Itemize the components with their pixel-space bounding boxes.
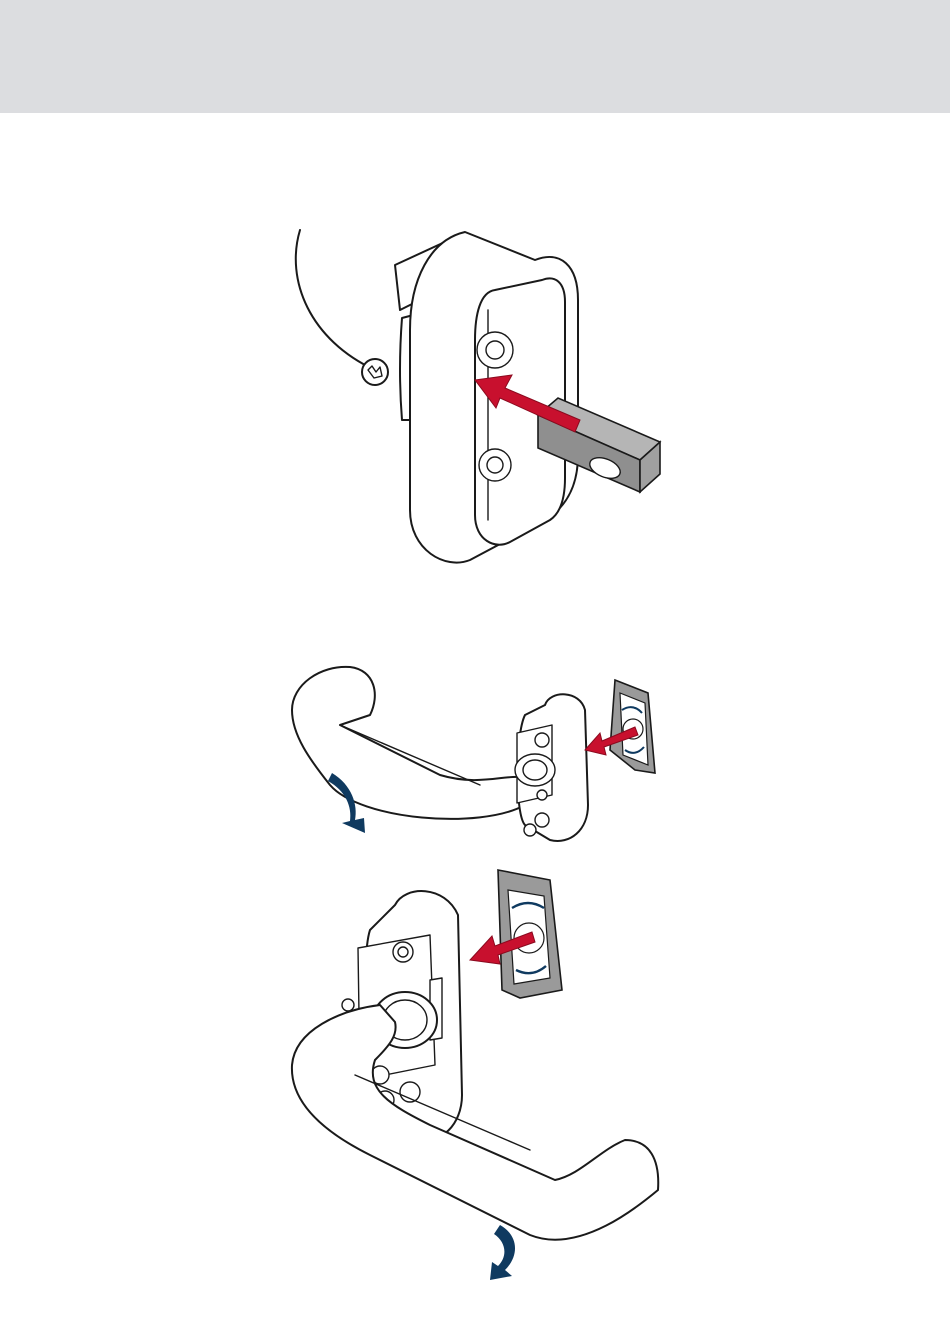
- lever-handle-icon-large: [280, 860, 680, 1290]
- figure-remove-cover-1: [280, 655, 670, 855]
- lever-handle-icon: [280, 655, 670, 855]
- handle-rose-icon: [280, 220, 600, 580]
- rotate-down-arrow-icon: [490, 1225, 515, 1280]
- figure-insert-spindle: [280, 220, 600, 580]
- rose-cover-icon: [610, 680, 655, 773]
- figure-remove-cover-2: [280, 860, 680, 1290]
- header-band: [0, 0, 950, 113]
